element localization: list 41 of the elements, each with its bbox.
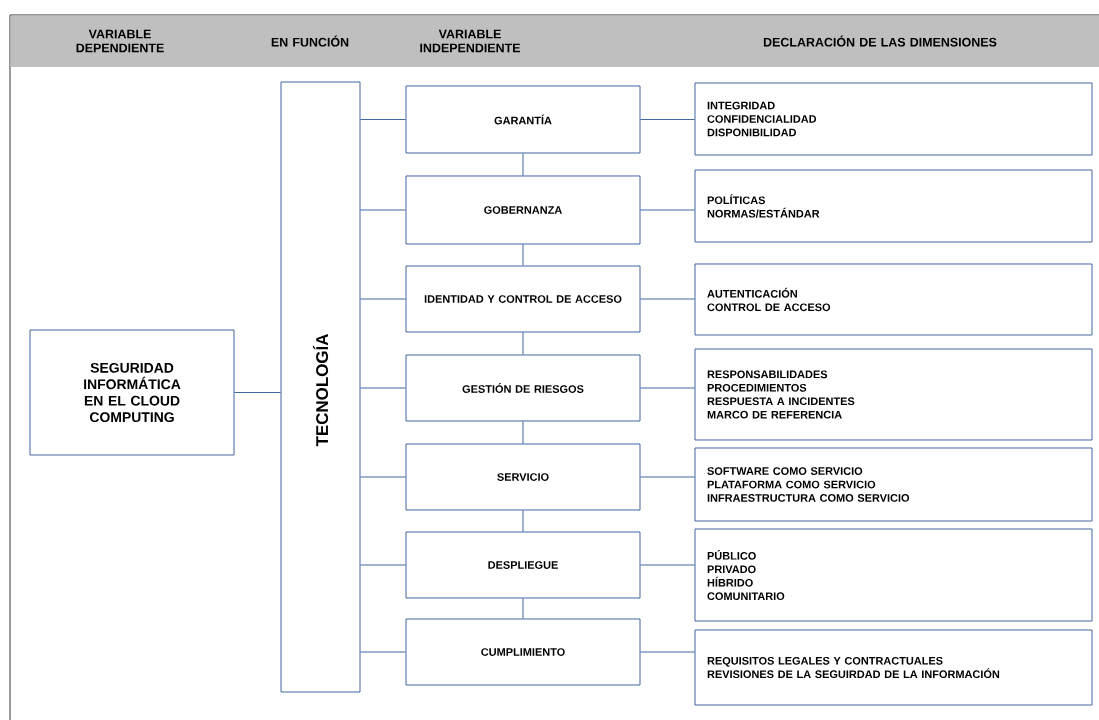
dimension-box: IDENTIDAD Y CONTROL DE ACCESO: [405, 265, 641, 333]
connector-line: [360, 651, 406, 653]
connector-line: [522, 598, 524, 619]
connector-line: [522, 421, 524, 444]
connector-line: [640, 651, 695, 653]
connector-line: [522, 510, 524, 532]
indicator-list-box: PÚBLICO PRIVADO HÍBRIDO COMUNITARIO: [694, 528, 1093, 622]
dimension-box: CUMPLIMIENTO: [405, 618, 641, 686]
indicator-list-box: REQUISITOS LEGALES Y CONTRACTUALES REVISIONES DE LA SEGUIRDAD DE LA INFORMACIÓN: [694, 629, 1093, 706]
connector-line: [234, 392, 281, 393]
indicator-list-box: INTEGRIDAD CONFIDENCIALIDAD DISPONIBILIDAD: [694, 82, 1093, 156]
column-header: EN FUNCIÓN: [271, 35, 349, 47]
column-header: VARIABLE DEPENDIENTE: [76, 29, 164, 53]
connector-line: [360, 476, 406, 478]
category-bar: TECNOLOGÍA: [280, 81, 361, 693]
connector-line: [522, 153, 524, 176]
indicator-list-box: POLÍTICAS NORMAS/ESTÁNDAR: [694, 169, 1093, 243]
connector-line: [522, 244, 524, 266]
connector-line: [640, 119, 695, 120]
connector-line: [640, 564, 695, 566]
dimension-box: GOBERNANZA: [405, 175, 641, 245]
connector-line: [640, 209, 695, 211]
connector-line: [360, 298, 406, 300]
column-header: DECLARACIÓN DE LAS DIMENSIONES: [763, 35, 997, 47]
connector-line: [360, 387, 406, 389]
connector-line: [360, 119, 406, 120]
connector-line: [360, 209, 406, 211]
indicator-list-box: RESPONSABILIDADES PROCEDIMIENTOS RESPUESTA A INCIDENTES MARCO DE REFERENCIA: [694, 348, 1093, 441]
dimension-box: GESTIÓN DE RIESGOS: [405, 354, 641, 422]
dimension-box: SERVICIO: [405, 443, 641, 511]
column-header: VARIABLE INDEPENDIENTE: [420, 29, 520, 53]
connector-line: [640, 476, 695, 478]
dimension-box: DESPLIEGUE: [405, 531, 641, 599]
dimension-box: GARANTÍA: [405, 85, 641, 154]
connector-line: [522, 332, 524, 355]
connector-line: [640, 298, 695, 300]
connector-line: [360, 564, 406, 566]
indicator-list-box: SOFTWARE COMO SERVICIO PLATAFORMA COMO SERVICIO INFRAESTRUCTURA COMO SERVICIO: [694, 447, 1093, 522]
indicator-list-box: AUTENTICACIÓN CONTROL DE ACCESO: [694, 263, 1093, 336]
connector-line: [640, 387, 695, 389]
variable-box: SEGURIDAD INFORMÁTICA EN EL CLOUD COMPUTING: [29, 329, 235, 456]
